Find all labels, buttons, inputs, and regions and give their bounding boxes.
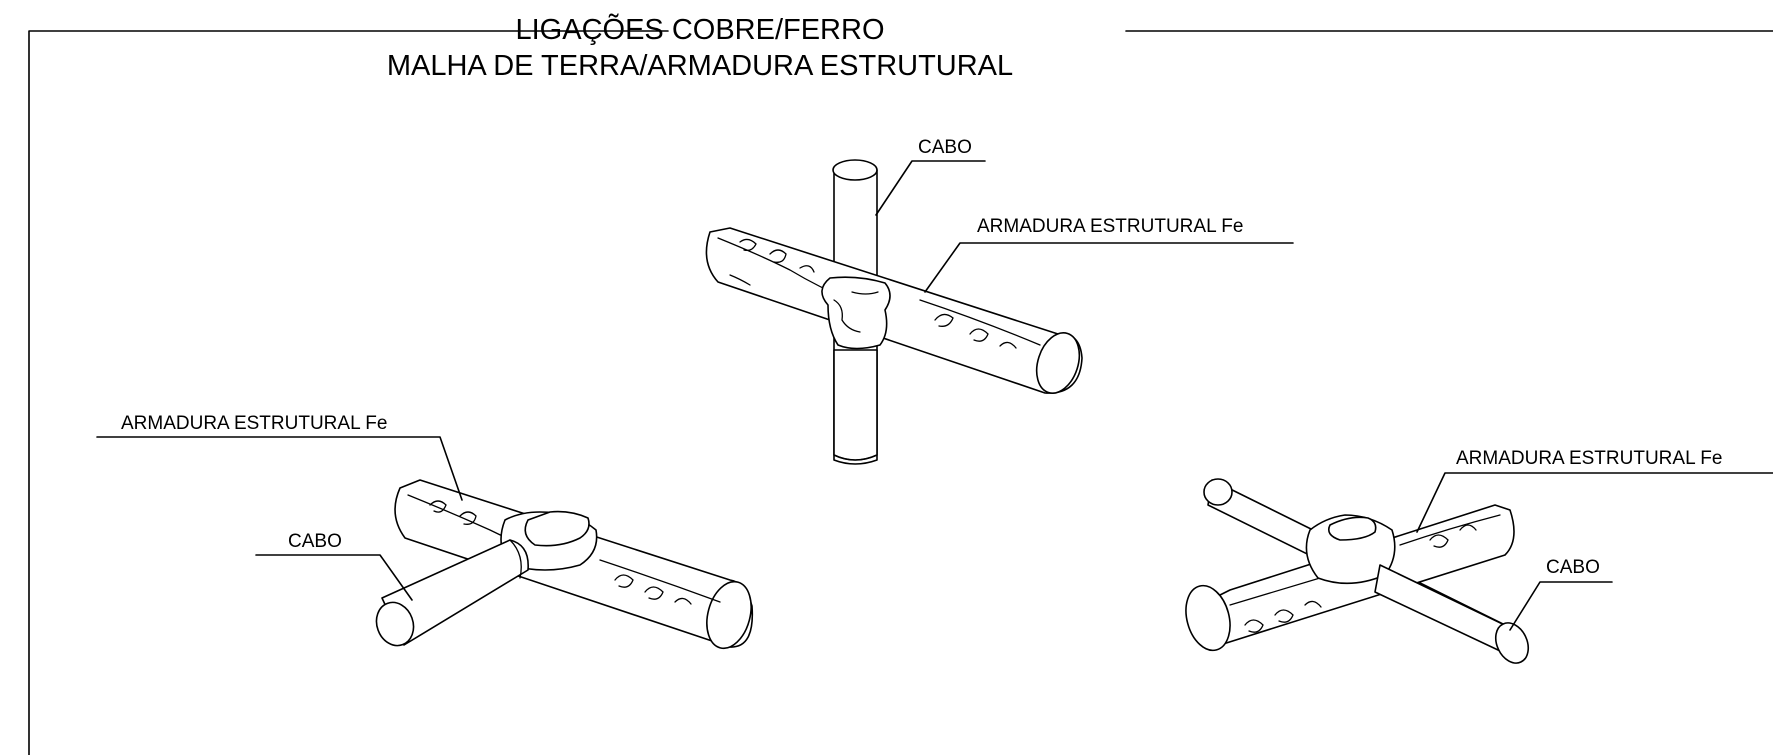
right-cable-label: CABO <box>1546 557 1600 578</box>
left-cable-label: CABO <box>288 531 342 552</box>
right-rebar-leader <box>1416 472 1773 533</box>
center-rebar-leader <box>924 242 1294 293</box>
center-weld <box>821 276 891 350</box>
drawing-title: LIGAÇÕES COBRE/FERRO <box>515 14 885 46</box>
left-rebar-label: ARMADURA ESTRUTURAL Fe <box>121 413 388 434</box>
right-cable-leader <box>1509 581 1613 631</box>
left-rebar-leader <box>96 436 463 501</box>
left-connection-detail <box>375 479 754 650</box>
drawing-subtitle: MALHA DE TERRA/ARMADURA ESTRUTURAL <box>386 50 1014 82</box>
center-rebar-label: ARMADURA ESTRUTURAL Fe <box>977 216 1244 237</box>
left-cable <box>375 539 529 647</box>
right-weld <box>1305 514 1396 585</box>
center-rebar <box>705 227 1083 394</box>
right-rebar-label: ARMADURA ESTRUTURAL Fe <box>1456 448 1723 469</box>
center-cable-label: CABO <box>918 137 972 158</box>
center-cable-leader <box>875 160 986 216</box>
center-connection-detail <box>705 159 1083 465</box>
drawing-frame <box>28 30 1773 755</box>
right-connection-detail <box>1185 478 1530 664</box>
left-cable-leader <box>255 554 413 601</box>
